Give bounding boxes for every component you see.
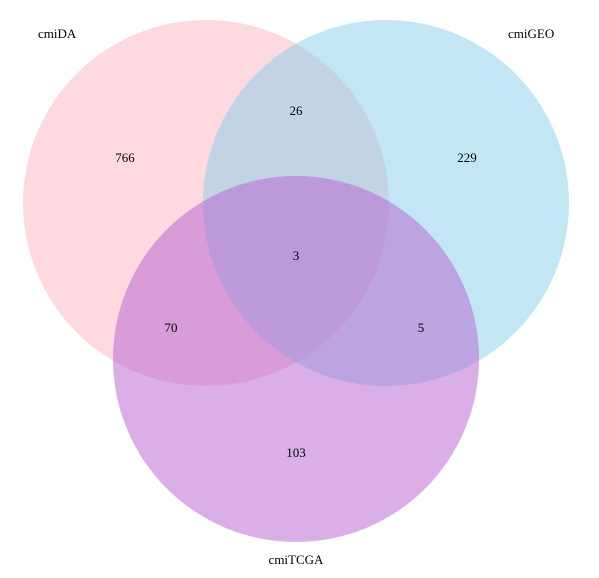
region-value-cmigeo-only: 229 — [457, 150, 477, 165]
set-label-cmigeo: cmiGEO — [508, 26, 554, 41]
region-values: 766 229 103 26 70 5 3 — [115, 103, 477, 460]
set-labels: cmiDA cmiGEO cmiTCGA — [38, 26, 554, 567]
region-value-cmigeo-cmitcga: 5 — [418, 320, 425, 335]
region-value-cmida-cmigeo: 26 — [290, 103, 304, 118]
set-circle-cmitcga — [113, 176, 479, 542]
region-value-cmitcga-only: 103 — [286, 445, 306, 460]
set-label-cmitcga: cmiTCGA — [269, 552, 324, 567]
region-value-cmida-only: 766 — [115, 150, 135, 165]
circles-layer — [23, 20, 569, 542]
region-value-all-three: 3 — [293, 248, 300, 263]
region-value-cmida-cmitcga: 70 — [165, 320, 178, 335]
set-label-cmida: cmiDA — [38, 26, 77, 41]
